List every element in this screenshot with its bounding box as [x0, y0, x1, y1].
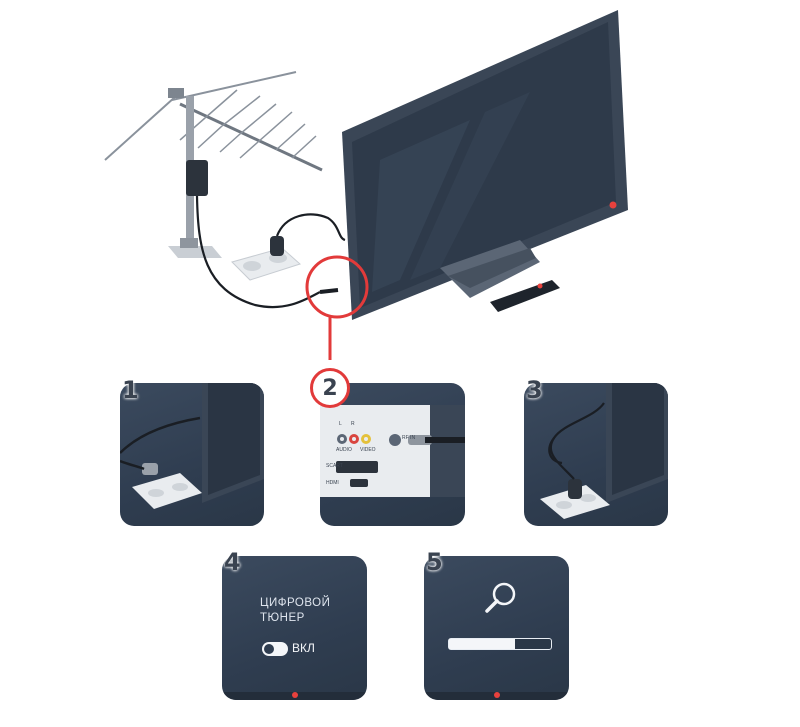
tv-icon: [342, 10, 628, 320]
panel-footer: [222, 692, 367, 700]
power-led: [291, 692, 298, 698]
step-1-panel: [120, 383, 264, 526]
panel-footer: [424, 692, 569, 700]
video-label: VIDEO: [360, 447, 376, 453]
search-icon: [485, 582, 516, 613]
step-1-illustration: [120, 383, 264, 509]
highlight-circle: [305, 255, 369, 319]
tuner-line-2: ТЮНЕР: [260, 612, 305, 624]
step-1-number: 1: [122, 376, 139, 404]
remote-icon: [490, 280, 560, 312]
scart-label: SCART: [326, 463, 343, 469]
audio-l-label: L: [339, 421, 342, 427]
setup-illustration: [104, 10, 628, 360]
tuner-title: ЦИФРОВОЙ ТЮНЕР: [260, 596, 330, 626]
step-4-number: 4: [224, 548, 241, 576]
step-5-panel: [424, 556, 569, 700]
scan-progress-fill: [449, 639, 516, 649]
step-3-panel: [524, 383, 668, 526]
tuner-toggle-label: ВКЛ: [292, 641, 315, 655]
step-2-number: 2: [310, 368, 350, 408]
hdmi-label: HDMI: [326, 480, 339, 486]
audio-r-label: R: [351, 421, 355, 427]
step-3-number: 3: [526, 376, 543, 404]
tuner-line-1: ЦИФРОВОЙ: [260, 597, 331, 609]
tuner-toggle[interactable]: [262, 642, 288, 656]
antenna-icon: [104, 71, 323, 258]
connector-panel: [320, 405, 465, 497]
step-5-number: 5: [426, 548, 443, 576]
step-2-panel: L R AUDIO VIDEO RF IN SCART HDMI: [320, 383, 465, 526]
scan-progress-bar: [448, 638, 552, 650]
step-3-illustration: [540, 383, 668, 519]
rf-in-label: RF IN: [402, 435, 416, 441]
step-4-panel: ЦИФРОВОЙ ТЮНЕР ВКЛ: [222, 556, 367, 700]
socket-icon: [231, 236, 301, 281]
power-led: [493, 692, 500, 698]
audio-label: AUDIO: [336, 447, 352, 453]
